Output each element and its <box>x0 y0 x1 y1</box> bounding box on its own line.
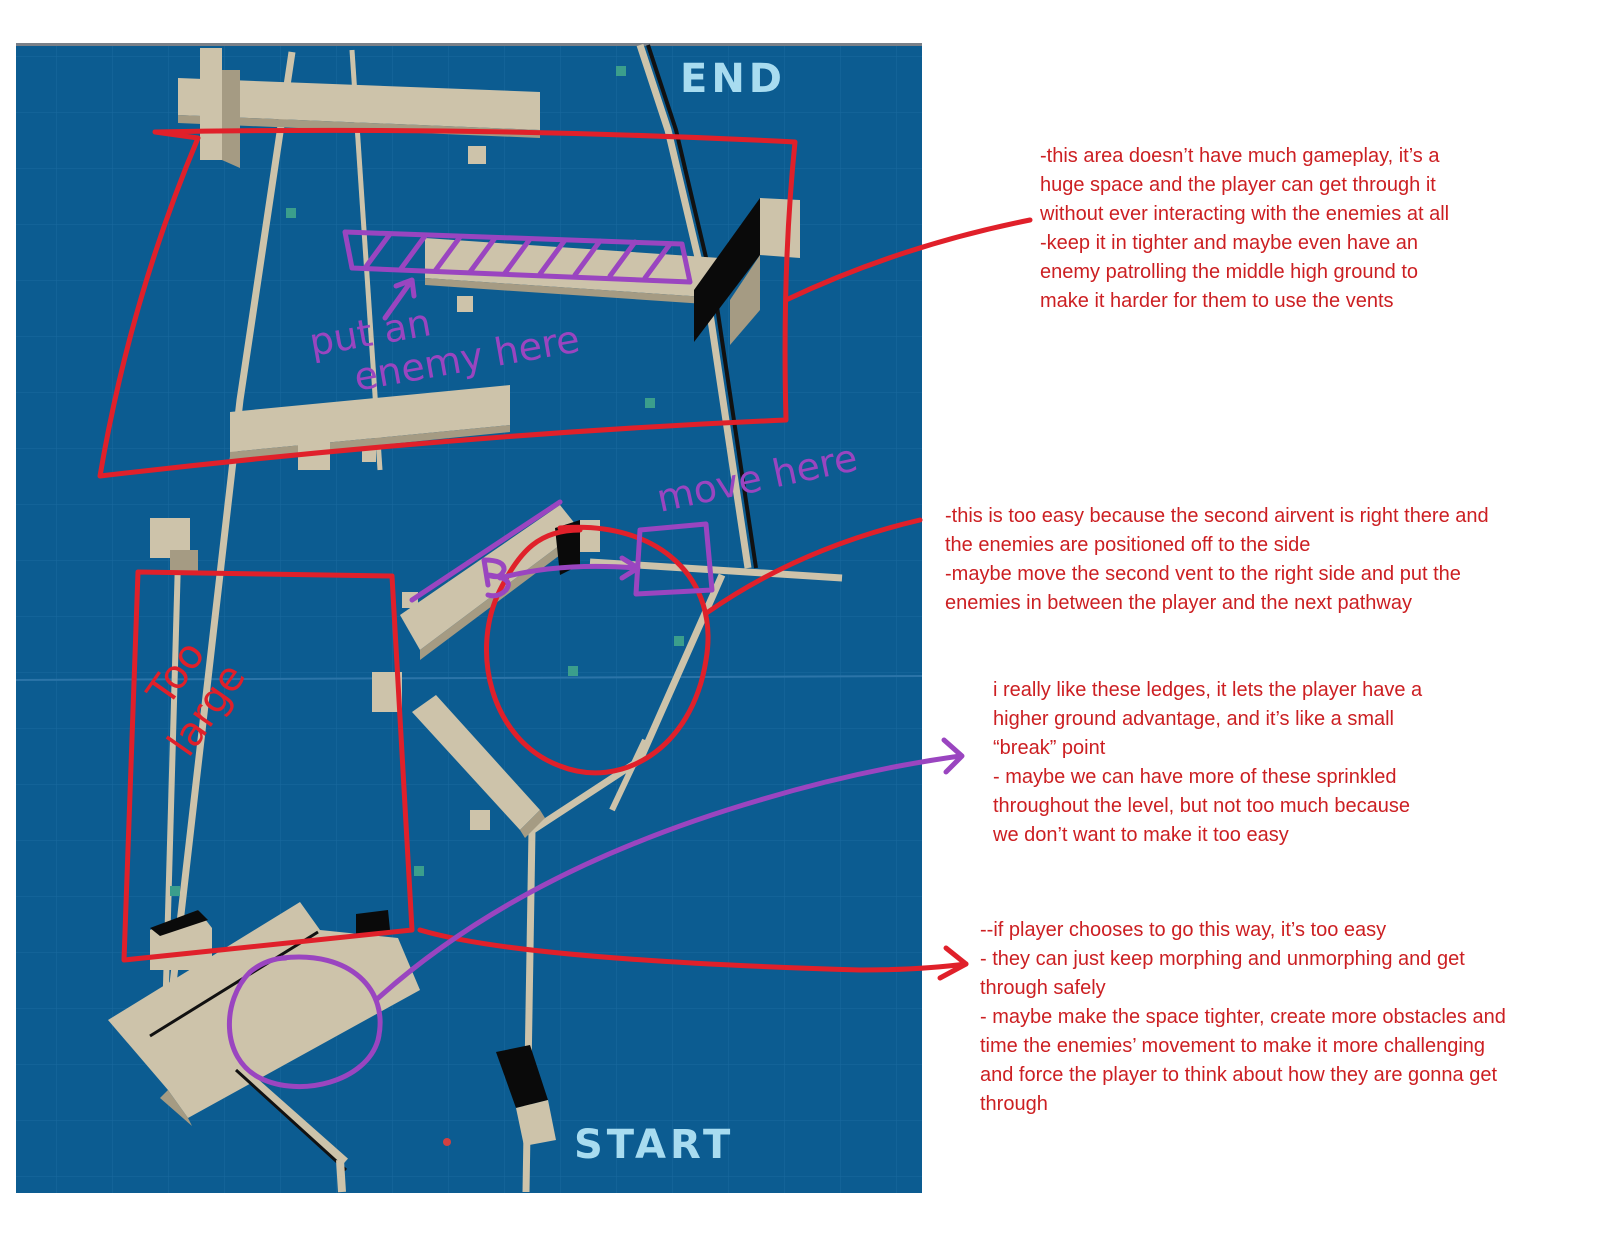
ledge-arrow <box>373 753 963 1003</box>
feedback-note-ledges: i really like these ledges, it lets the … <box>993 679 1423 846</box>
bottom-arrowhead <box>937 945 969 981</box>
level-walls <box>108 43 843 1193</box>
upper-area-outline <box>97 127 798 479</box>
hatched-enemy-zone <box>342 229 693 285</box>
enemy-arrow <box>382 277 417 321</box>
end-label: END <box>680 56 786 102</box>
bottom-arrow <box>417 927 969 973</box>
red-annotations <box>97 127 1033 981</box>
vent-marker <box>481 557 511 599</box>
vent-circle <box>484 524 711 776</box>
ledge-circle <box>227 954 383 1090</box>
vent-move-arrow <box>497 563 639 581</box>
start-label: START <box>574 1122 734 1168</box>
feedback-note-upper-area: -this area doesn’t have much gameplay, i… <box>1040 145 1450 312</box>
vent-line <box>409 499 563 603</box>
ledge-arrowhead <box>941 737 965 775</box>
move-target-box <box>633 521 715 597</box>
left-area-outline <box>121 569 415 963</box>
vent-connector <box>705 517 923 615</box>
feedback-note-lower-path: --if player chooses to go this way, it’s… <box>980 919 1506 1115</box>
upper-area-connector <box>783 217 1033 303</box>
feedback-note-airvent: -this is too easy because the second air… <box>945 505 1489 614</box>
purple-annotations <box>227 229 965 1090</box>
